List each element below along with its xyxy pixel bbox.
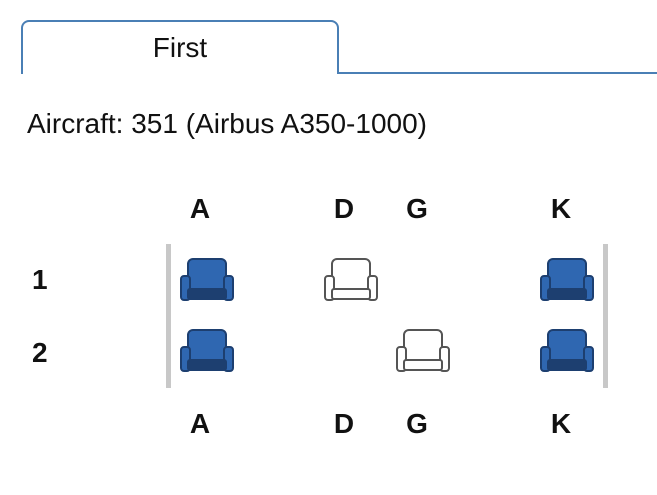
tab-strip-line	[337, 72, 657, 74]
seat-2a[interactable]	[179, 327, 235, 375]
column-header-bottom-k: K	[550, 408, 572, 439]
column-header-bottom-d: D	[333, 408, 355, 439]
seat-icon	[324, 258, 378, 301]
seat-2g[interactable]	[395, 327, 451, 375]
seat-icon	[540, 258, 594, 301]
seat-icon	[540, 329, 594, 372]
tab-first-label: First	[152, 32, 208, 63]
seat-icon	[180, 258, 234, 301]
seat-1d[interactable]	[323, 256, 379, 304]
aircraft-info: Aircraft: 351 (Airbus A350-1000)	[27, 108, 427, 139]
column-header-top-g: G	[406, 193, 428, 224]
seat-icon	[396, 329, 450, 372]
cabin-wall-left	[166, 244, 171, 388]
column-header-bottom-a: A	[189, 408, 211, 439]
tab-first[interactable]: First	[21, 20, 339, 74]
row-label-1: 1	[32, 264, 48, 295]
seat-icon	[180, 329, 234, 372]
column-header-top-k: K	[550, 193, 572, 224]
column-header-top-d: D	[333, 193, 355, 224]
seat-2k[interactable]	[539, 327, 595, 375]
column-header-top-a: A	[189, 193, 211, 224]
cabin-wall-right	[603, 244, 608, 388]
column-header-bottom-g: G	[406, 408, 428, 439]
seat-1a[interactable]	[179, 256, 235, 304]
row-label-2: 2	[32, 337, 48, 368]
seat-1k[interactable]	[539, 256, 595, 304]
